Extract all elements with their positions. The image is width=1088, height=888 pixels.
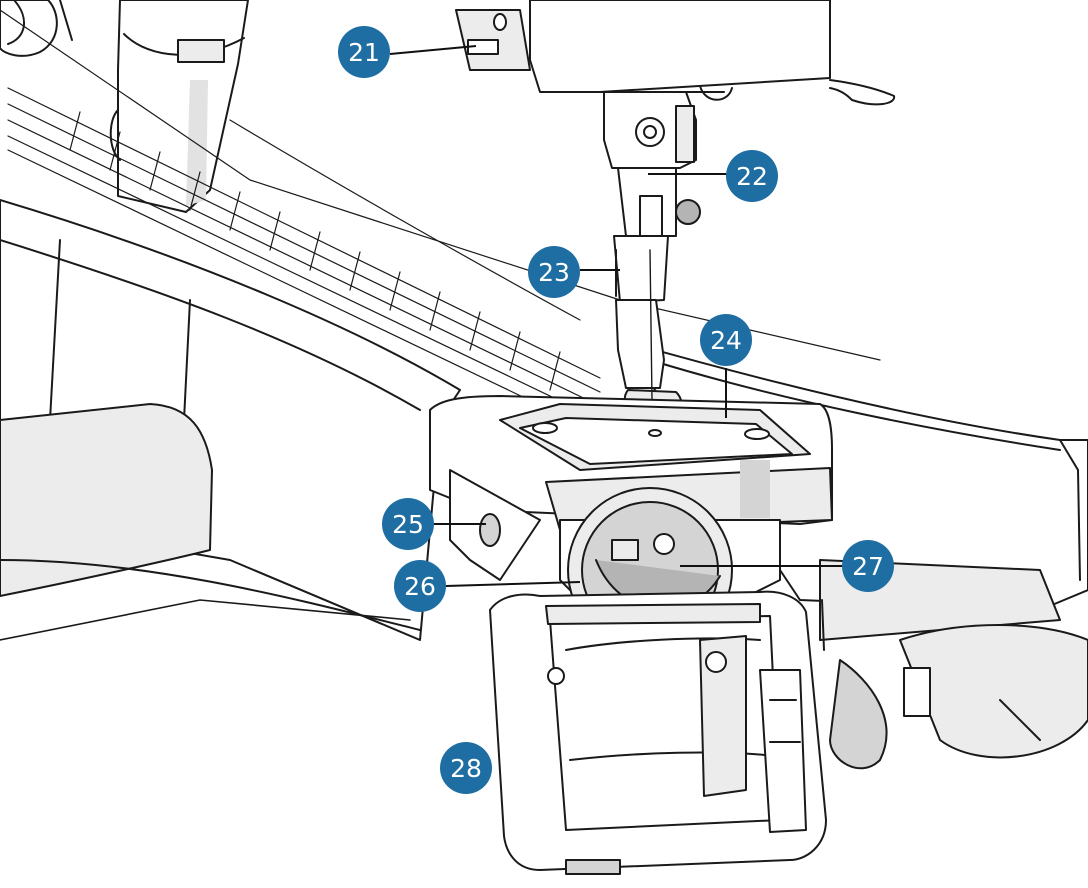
upper-left-knob	[0, 0, 73, 57]
callout-21-label: 21	[348, 38, 380, 67]
callout-24-label: 24	[710, 326, 742, 355]
callout-28: 28	[440, 742, 492, 794]
left-track-arm	[0, 199, 461, 641]
thread-guide	[455, 9, 531, 71]
callout-26: 26	[394, 560, 446, 612]
upright-post	[109, 0, 249, 213]
callout-27-label: 27	[852, 552, 884, 581]
leader-line-21	[389, 45, 477, 55]
callout-25: 25	[382, 498, 434, 550]
callout-21: 21	[338, 26, 390, 78]
callout-22-label: 22	[736, 162, 768, 191]
leader-lines	[389, 45, 844, 587]
machine-head	[529, 0, 896, 106]
callout-23-label: 23	[538, 258, 570, 287]
callout-27: 27	[842, 540, 894, 592]
callout-25-label: 25	[392, 510, 424, 539]
callout-22: 22	[726, 150, 778, 202]
right-feet	[829, 624, 1088, 770]
leader-line-26	[445, 581, 581, 587]
needle-bar	[603, 91, 701, 303]
rail-grid	[0, 9, 881, 435]
callout-24: 24	[700, 314, 752, 366]
callout-26-label: 26	[404, 572, 436, 601]
callout-28-label: 28	[450, 754, 482, 783]
callout-23: 23	[528, 246, 580, 298]
bobbin-cover	[489, 590, 827, 875]
